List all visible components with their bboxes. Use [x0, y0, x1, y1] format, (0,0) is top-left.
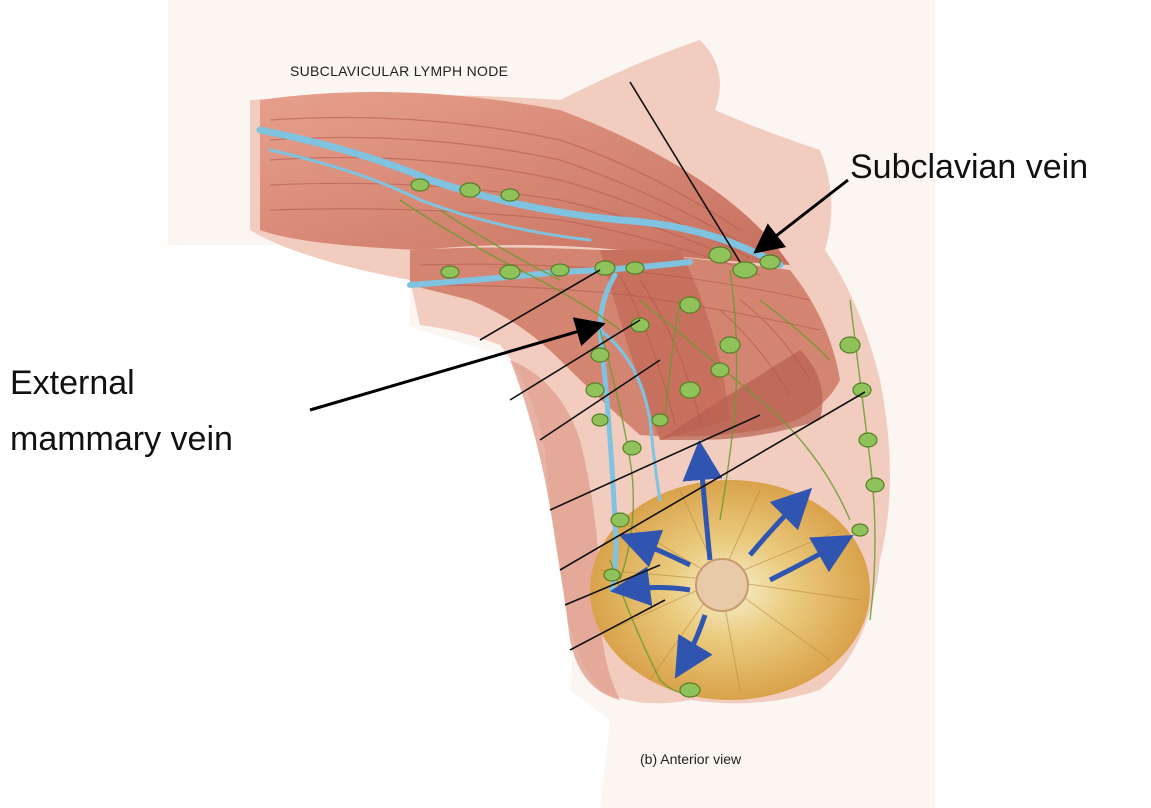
figure-caption: (b) Anterior view [640, 752, 741, 766]
subclavian-vein-label: Subclavian vein [850, 150, 1088, 184]
external-mammary-vein-label-line1: External [10, 366, 135, 400]
subclavicular-lymph-node-label: SUBCLAVICULAR LYMPH NODE [290, 64, 508, 78]
external-mammary-vein-label-line2: mammary vein [10, 422, 233, 456]
